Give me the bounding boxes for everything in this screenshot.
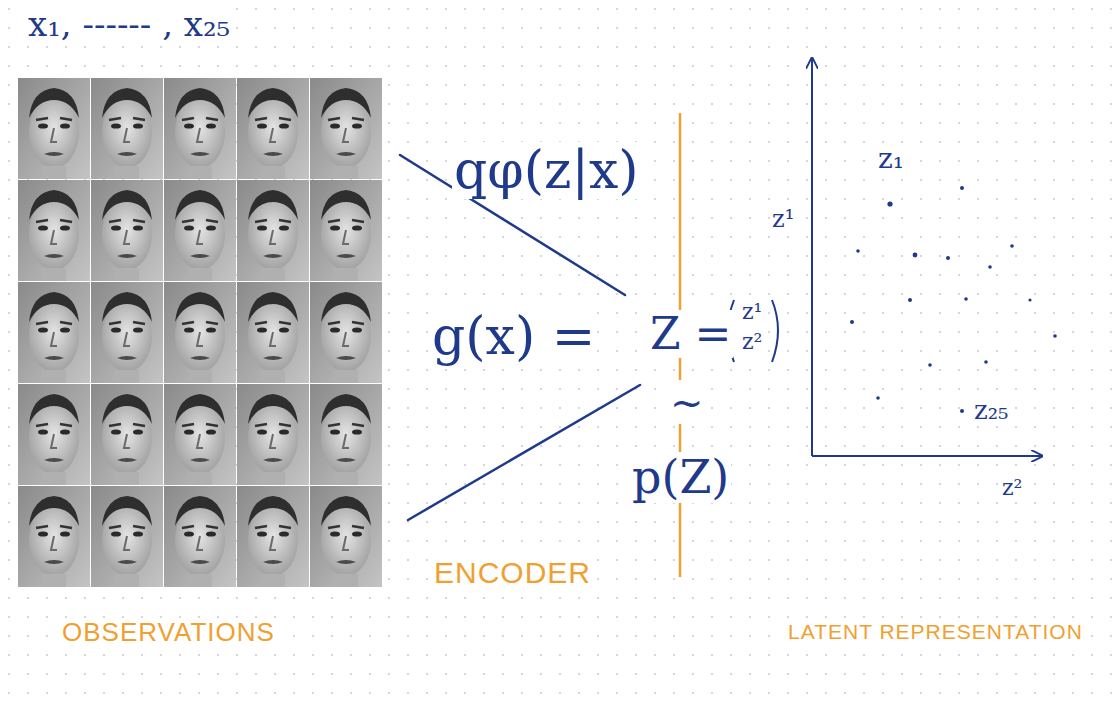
point-label: z₂₅ <box>972 396 1011 425</box>
vector-component: z² <box>740 330 764 354</box>
section-label: LATENT REPRESENTATION <box>786 620 1085 643</box>
vector-component: z¹ <box>740 300 764 324</box>
encoder-edge-line <box>408 385 640 520</box>
vector-bracket <box>772 300 778 362</box>
latent-points <box>850 186 1057 413</box>
axis-label: z² <box>1000 476 1024 500</box>
face-grid <box>18 78 382 587</box>
distributed-as: ~ <box>668 380 706 424</box>
posterior-label: qφ(z|x) <box>452 142 641 199</box>
observation-range: x₁, ------ , x₂₅ <box>26 6 232 43</box>
encoder-function: g(x) = <box>430 308 597 365</box>
prior-label: p(Z) <box>630 452 731 503</box>
section-label: ENCODER <box>432 556 593 589</box>
point-label: z₁ <box>876 144 906 175</box>
latent-axis <box>811 58 813 456</box>
latent-variable: Z = <box>648 310 733 358</box>
axis-label: z¹ <box>770 206 796 232</box>
latent-axis <box>812 455 1042 457</box>
section-label: OBSERVATIONS <box>60 618 277 647</box>
